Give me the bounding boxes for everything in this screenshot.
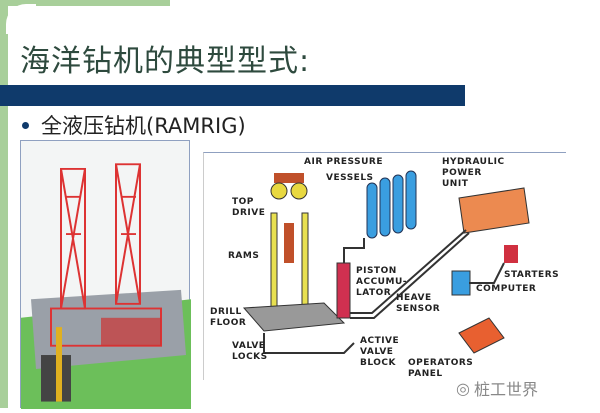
label-heave: HEAVE SENSOR — [396, 293, 441, 314]
decor-left — [0, 0, 8, 408]
label-drill-floor: DRILL FLOOR — [210, 307, 247, 328]
label-operators: OPERATORS PANEL — [408, 358, 474, 379]
title-bar — [0, 85, 465, 106]
decor-top — [0, 0, 170, 6]
label-hydraulic: HYDRAULIC POWER UNIT — [442, 157, 505, 189]
label-piston: PISTON ACCUMU- LATOR — [356, 266, 407, 298]
slide-title: 海洋钻机的典型型式: — [20, 44, 311, 79]
label-top-drive: TOP DRIVE — [232, 197, 266, 218]
label-computer: COMPUTER — [476, 284, 537, 294]
decor-corner — [6, 4, 36, 34]
label-starters: STARTERS — [504, 270, 560, 280]
label-air-pressure: AIR PRESSURE — [304, 157, 383, 167]
label-vessels: VESSELS — [326, 173, 374, 183]
bullet-item: 全液压钻机(RAMRIG) — [22, 110, 246, 140]
watermark: ◎桩工世界 — [456, 376, 538, 400]
label-rams: RAMS — [228, 251, 260, 261]
bullet-text: 全液压钻机(RAMRIG) — [41, 114, 246, 138]
ramrig-rendering — [20, 140, 191, 409]
watermark-text: 桩工世界 — [473, 380, 538, 399]
label-active-valve: ACTIVE VALVE BLOCK — [360, 336, 400, 368]
wechat-icon: ◎ — [456, 378, 470, 398]
bullet-dot — [22, 121, 29, 129]
ramrig-schematic: AIR PRESSURE VESSELS HYDRAULIC POWER UNI… — [203, 152, 566, 380]
label-valve-locks: VALVE LOCKS — [232, 341, 268, 362]
